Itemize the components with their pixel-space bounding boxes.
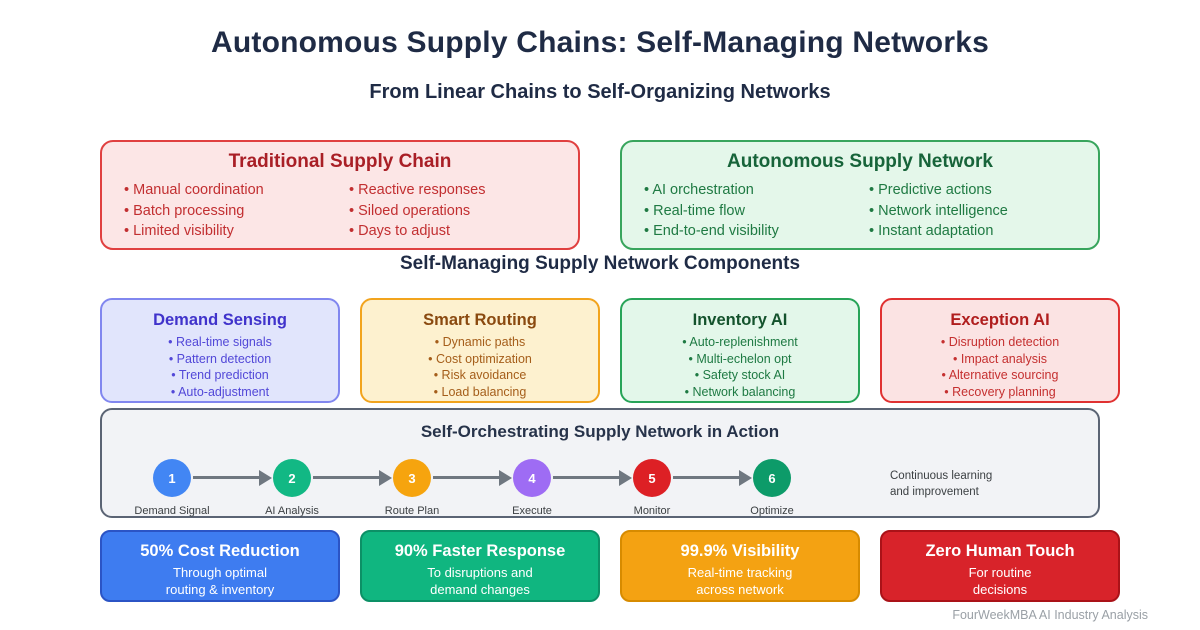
stat-title: 99.9% Visibility	[680, 542, 800, 560]
bullet-item: Batch processing	[124, 201, 349, 222]
autonomous-supply-network-box: Autonomous Supply Network AI orchestrati…	[620, 140, 1100, 250]
components-section-heading: Self-Managing Supply Network Components	[399, 253, 801, 274]
traditional-box-title: Traditional Supply Chain	[228, 151, 452, 172]
page-title: Autonomous Supply Chains: Self-Managing …	[211, 26, 989, 59]
card-item: Safety stock AI	[622, 367, 858, 384]
traditional-supply-chain-box: Traditional Supply Chain Manual coordina…	[100, 140, 580, 250]
stat-visibility: 99.9% Visibility Real-time tracking acro…	[620, 530, 860, 602]
stat-title: 50% Cost Reduction	[140, 542, 300, 560]
flow-arrow-icon	[433, 469, 512, 486]
stat-subtitle-line2: routing & inventory	[165, 582, 275, 597]
bullet-item: Manual coordination	[124, 180, 349, 201]
exception-ai-card: Exception AI Disruption detection Impact…	[880, 298, 1120, 403]
step-circle-3: 3	[393, 459, 431, 497]
attribution-footer: FourWeekMBA AI Industry Analysis	[952, 608, 1148, 622]
card-item: Auto-adjustment	[102, 384, 338, 401]
autonomous-box-title: Autonomous Supply Network	[727, 151, 993, 172]
step-label-optimize: Optimize	[750, 505, 794, 517]
demand-sensing-card: Demand Sensing Real-time signals Pattern…	[100, 298, 340, 403]
card-items: Dynamic paths Cost optimization Risk avo…	[362, 334, 598, 400]
step-circle-1: 1	[153, 459, 191, 497]
stat-title: Zero Human Touch	[925, 542, 1075, 560]
step-label-route-plan: Route Plan	[384, 505, 440, 517]
bullet-item: AI orchestration	[644, 180, 869, 201]
flow-arrow-icon	[193, 469, 272, 486]
stat-zero-human-touch: Zero Human Touch For routine decisions	[880, 530, 1120, 602]
traditional-bullets-col2: Reactive responses Siloed operations Day…	[349, 180, 574, 242]
autonomous-bullets-col2: Predictive actions Network intelligence …	[869, 180, 1094, 242]
bullet-item: Network intelligence	[869, 201, 1094, 222]
flow-note-line2: and improvement	[890, 486, 979, 498]
step-circle-4: 4	[513, 459, 551, 497]
card-item: Pattern detection	[102, 351, 338, 368]
flow-title: Self-Orchestrating Supply Network in Act…	[420, 422, 780, 441]
autonomous-bullets-col1: AI orchestration Real-time flow End-to-e…	[644, 180, 869, 242]
card-item: Real-time signals	[102, 334, 338, 351]
stat-subtitle-line2: demand changes	[430, 582, 530, 597]
stat-subtitle-line1: To disruptions and	[427, 565, 533, 580]
stat-cost-reduction: 50% Cost Reduction Through optimal routi…	[100, 530, 340, 602]
smart-routing-card: Smart Routing Dynamic paths Cost optimiz…	[360, 298, 600, 403]
card-item: Load balancing	[362, 384, 598, 401]
card-items: Real-time signals Pattern detection Tren…	[102, 334, 338, 400]
card-title: Smart Routing	[423, 311, 537, 329]
card-item: Disruption detection	[882, 334, 1118, 351]
card-title: Demand Sensing	[153, 311, 287, 329]
card-item: Dynamic paths	[362, 334, 598, 351]
card-items: Disruption detection Impact analysis Alt…	[882, 334, 1118, 400]
flow-arrow-icon	[553, 469, 632, 486]
step-label-demand-signal: Demand Signal	[134, 505, 210, 517]
card-item: Trend prediction	[102, 367, 338, 384]
stat-subtitle-line1: Through optimal	[173, 565, 267, 580]
bullet-item: Limited visibility	[124, 221, 349, 242]
stat-subtitle-line1: For routine	[968, 565, 1032, 580]
flow-note: Continuous learning and improvement	[890, 468, 992, 500]
traditional-bullets-col1: Manual coordination Batch processing Lim…	[124, 180, 349, 242]
stat-title: 90% Faster Response	[394, 542, 566, 560]
page-subtitle: From Linear Chains to Self-Organizing Ne…	[369, 81, 831, 103]
stat-subtitle-line2: decisions	[972, 582, 1028, 597]
stat-faster-response: 90% Faster Response To disruptions and d…	[360, 530, 600, 602]
card-item: Cost optimization	[362, 351, 598, 368]
card-item: Network balancing	[622, 384, 858, 401]
card-title: Exception AI	[950, 311, 1050, 329]
step-circle-5: 5	[633, 459, 671, 497]
flow-arrow-icon	[673, 469, 752, 486]
card-item: Alternative sourcing	[882, 367, 1118, 384]
inventory-ai-card: Inventory AI Auto-replenishment Multi-ec…	[620, 298, 860, 403]
step-label-execute: Execute	[512, 505, 552, 517]
flow-arrow-icon	[313, 469, 392, 486]
card-title: Inventory AI	[692, 311, 788, 329]
flow-diagram-box: Self-Orchestrating Supply Network in Act…	[100, 408, 1100, 518]
card-item: Risk avoidance	[362, 367, 598, 384]
stat-subtitle-line1: Real-time tracking	[687, 565, 793, 580]
card-item: Impact analysis	[882, 351, 1118, 368]
card-items: Auto-replenishment Multi-echelon opt Saf…	[622, 334, 858, 400]
step-circle-6: 6	[753, 459, 791, 497]
flow-note-line1: Continuous learning	[890, 470, 993, 482]
bullet-item: Real-time flow	[644, 201, 869, 222]
bullet-item: Days to adjust	[349, 221, 574, 242]
card-item: Auto-replenishment	[622, 334, 858, 351]
bullet-item: Siloed operations	[349, 201, 574, 222]
card-item: Recovery planning	[882, 384, 1118, 401]
step-label-monitor: Monitor	[633, 505, 671, 517]
bullet-item: Reactive responses	[349, 180, 574, 201]
step-label-ai-analysis: AI Analysis	[265, 505, 319, 517]
step-circle-2: 2	[273, 459, 311, 497]
bullet-item: Instant adaptation	[869, 221, 1094, 242]
stat-subtitle-line2: across network	[696, 582, 784, 597]
card-item: Multi-echelon opt	[622, 351, 858, 368]
bullet-item: End-to-end visibility	[644, 221, 869, 242]
bullet-item: Predictive actions	[869, 180, 1094, 201]
